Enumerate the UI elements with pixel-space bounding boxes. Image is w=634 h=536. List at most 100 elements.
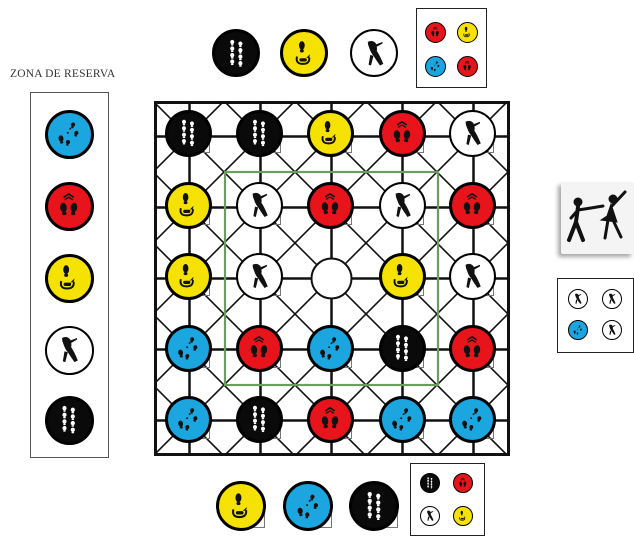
board-piece-r4-c1[interactable] xyxy=(165,325,212,372)
side-step-footprints-icon xyxy=(428,59,442,73)
legend-bottom-piece-1[interactable] xyxy=(420,473,440,493)
board-piece-r1-c2[interactable] xyxy=(236,110,283,157)
board-piece-r2-c4[interactable] xyxy=(379,182,426,229)
board-piece-r4-c2[interactable] xyxy=(236,325,283,372)
vertical-footprints-icon xyxy=(357,489,391,523)
paired-shoes-icon xyxy=(314,403,346,435)
vertical-footprints-icon xyxy=(172,117,204,149)
dancer-silhouette-icon xyxy=(456,260,488,292)
dancer-silhouette-icon xyxy=(243,189,275,221)
legend-top-piece-3[interactable] xyxy=(425,56,446,77)
legend-top-piece-1[interactable] xyxy=(425,22,446,43)
dancer-silhouette-icon xyxy=(243,260,275,292)
dancer-silhouette-icon xyxy=(52,333,85,366)
board-piece-r1-c1[interactable] xyxy=(165,110,212,157)
vertical-footprints-icon xyxy=(243,403,275,435)
paired-shoes-icon xyxy=(52,189,85,222)
side-step-footprints-icon xyxy=(172,403,204,435)
paired-shoes-icon xyxy=(456,476,470,490)
side-step-footprints-icon xyxy=(386,403,418,435)
legend-right-piece-3[interactable] xyxy=(568,320,588,340)
reserve-piece-4[interactable] xyxy=(45,326,94,375)
paired-shoes-icon xyxy=(314,189,346,221)
paired-shoes-icon xyxy=(386,117,418,149)
vertical-footprints-icon xyxy=(243,117,275,149)
vertical-footprints-icon xyxy=(423,476,437,490)
board-piece-r5-c3[interactable] xyxy=(307,396,354,443)
side-step-footprints-icon xyxy=(314,332,346,364)
vertical-footprints-icon xyxy=(52,403,85,436)
paired-shoes-icon xyxy=(460,59,474,73)
board-piece-r4-c3[interactable] xyxy=(307,325,354,372)
turning-shoe-icon xyxy=(288,37,321,70)
turning-shoe-icon xyxy=(172,189,204,221)
reserve-piece-5[interactable] xyxy=(45,396,94,445)
dancer-silhouette-icon xyxy=(423,509,437,523)
turning-shoe-icon xyxy=(224,489,258,523)
reserve-piece-1[interactable] xyxy=(45,110,94,159)
legend-top xyxy=(416,8,487,88)
board-piece-r3-c1[interactable] xyxy=(165,253,212,300)
dancer-silhouette-icon xyxy=(456,117,488,149)
board-piece-r5-c2[interactable] xyxy=(236,396,283,443)
board-piece-r3-c2[interactable] xyxy=(236,253,283,300)
legend-bottom-piece-2[interactable] xyxy=(453,473,473,493)
legend-bottom-piece-4[interactable] xyxy=(453,506,473,526)
top-hand-piece-2[interactable] xyxy=(280,29,328,77)
board-piece-r5-c5[interactable] xyxy=(449,396,496,443)
legend-right xyxy=(557,278,634,353)
legend-bottom-piece-3[interactable] xyxy=(420,506,440,526)
turning-shoe-icon xyxy=(172,260,204,292)
dancer-silhouette-icon xyxy=(605,323,619,337)
couple-dancing-card[interactable] xyxy=(561,182,634,254)
dancer-silhouette-icon xyxy=(571,292,585,306)
reserve-piece-2[interactable] xyxy=(45,182,94,231)
turning-shoe-icon xyxy=(386,260,418,292)
legend-top-piece-4[interactable] xyxy=(457,56,478,77)
paired-shoes-icon xyxy=(428,25,442,39)
side-step-footprints-icon xyxy=(456,403,488,435)
vertical-footprints-icon xyxy=(386,332,418,364)
board-piece-r2-c3[interactable] xyxy=(307,182,354,229)
board-piece-r3-c5[interactable] xyxy=(449,253,496,300)
legend-bottom xyxy=(410,463,485,536)
board-piece-r1-c3[interactable] xyxy=(307,110,354,157)
top-hand-piece-3[interactable] xyxy=(350,29,398,77)
legend-right-piece-1[interactable] xyxy=(568,289,588,309)
side-step-footprints-icon xyxy=(52,117,85,150)
paired-shoes-icon xyxy=(456,189,488,221)
dancer-silhouette-icon xyxy=(605,292,619,306)
side-step-footprints-icon xyxy=(291,489,325,523)
board-piece-r2-c1[interactable] xyxy=(165,182,212,229)
board-piece-r2-c2[interactable] xyxy=(236,182,283,229)
legend-right-piece-4[interactable] xyxy=(602,320,622,340)
bottom-hand-piece-3[interactable] xyxy=(349,481,399,531)
side-step-footprints-icon xyxy=(571,323,585,337)
turning-shoe-icon xyxy=(460,25,474,39)
vertical-footprints-icon xyxy=(220,37,253,70)
paired-shoes-icon xyxy=(456,332,488,364)
board-piece-r4-c5[interactable] xyxy=(449,325,496,372)
board-piece-r1-c5[interactable] xyxy=(449,110,496,157)
side-step-footprints-icon xyxy=(172,332,204,364)
turning-shoe-icon xyxy=(314,117,346,149)
board-piece-r5-c4[interactable] xyxy=(379,396,426,443)
turning-shoe-icon xyxy=(456,509,470,523)
legend-right-piece-2[interactable] xyxy=(602,289,622,309)
turning-shoe-icon xyxy=(52,261,85,294)
dancer-silhouette-icon xyxy=(386,189,418,221)
bottom-hand-piece-2[interactable] xyxy=(283,481,333,531)
board-piece-r5-c1[interactable] xyxy=(165,396,212,443)
dancer-silhouette-icon xyxy=(358,37,391,70)
bottom-hand-piece-1[interactable] xyxy=(216,481,266,531)
top-hand-piece-1[interactable] xyxy=(212,29,260,77)
board-piece-r3-c4[interactable] xyxy=(379,253,426,300)
reserve-piece-3[interactable] xyxy=(45,254,94,303)
board-piece-r4-c4[interactable] xyxy=(379,325,426,372)
paired-shoes-icon xyxy=(243,332,275,364)
couple-dancing-icon xyxy=(561,182,634,254)
legend-top-piece-2[interactable] xyxy=(457,22,478,43)
board-piece-r2-c5[interactable] xyxy=(449,182,496,229)
board-piece-r1-c4[interactable] xyxy=(379,110,426,157)
